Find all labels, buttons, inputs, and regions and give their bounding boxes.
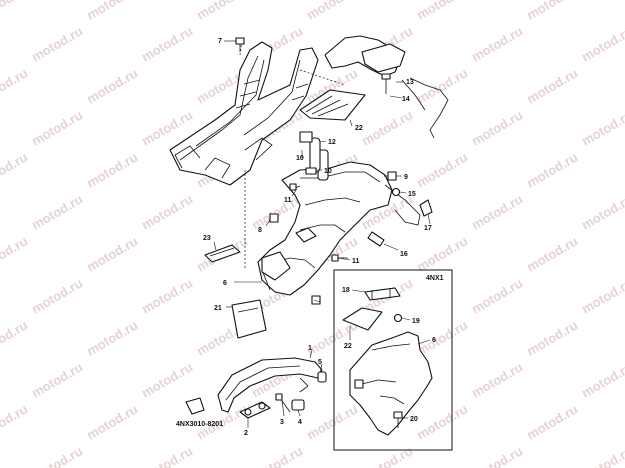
watermark-text: motod.ru bbox=[0, 317, 30, 358]
callout-19: 19 bbox=[412, 318, 420, 325]
watermark-text: motod.ru bbox=[524, 317, 580, 358]
callout-15: 15 bbox=[408, 191, 416, 198]
watermark-text: motod.ru bbox=[579, 23, 625, 64]
leader-lines bbox=[213, 40, 431, 428]
part-23-drawing bbox=[204, 244, 241, 263]
rear-cowl-drawing bbox=[324, 35, 449, 139]
callout-12: 12 bbox=[328, 139, 336, 146]
watermark-text: motod.ru bbox=[304, 0, 360, 23]
callout-18: 18 bbox=[342, 287, 350, 294]
watermark-text: motod.ru bbox=[0, 233, 30, 274]
callout-2: 2 bbox=[244, 430, 248, 437]
watermark-text: motod.ru bbox=[29, 359, 85, 400]
callout-17: 17 bbox=[424, 225, 432, 232]
watermark-text: motod.ru bbox=[524, 149, 580, 190]
watermark-text: motod.ru bbox=[579, 107, 625, 148]
callout-11b: 11 bbox=[352, 258, 360, 265]
watermark-text: motod.ru bbox=[359, 107, 415, 148]
watermark-text: motod.ru bbox=[469, 107, 525, 148]
watermark-text: motod.ru bbox=[29, 443, 85, 468]
hardware-drawing bbox=[185, 37, 433, 419]
callout-14: 14 bbox=[402, 96, 410, 103]
watermark-text: motod.ru bbox=[524, 65, 580, 106]
callout-13: 13 bbox=[406, 79, 414, 86]
watermark-text: motod.ru bbox=[194, 0, 250, 23]
watermark-text: motod.ru bbox=[469, 191, 525, 232]
bracket-12-drawing bbox=[299, 131, 321, 175]
watermark-text: motod.ru bbox=[469, 443, 525, 468]
callout-6: 6 bbox=[223, 280, 227, 287]
watermark-text: motod.ru bbox=[414, 401, 470, 442]
inset-frame bbox=[333, 269, 453, 451]
callout-10a: 10 bbox=[296, 155, 304, 162]
watermark-text: motod.ru bbox=[29, 275, 85, 316]
watermark-text: motod.ru bbox=[84, 317, 140, 358]
watermark-text: motod.ru bbox=[304, 401, 360, 442]
watermark-text: motod.ru bbox=[0, 149, 30, 190]
callout-6-inset: 6 bbox=[432, 337, 436, 344]
callout-5: 5 bbox=[318, 359, 322, 366]
rear-fender-drawing bbox=[257, 149, 421, 296]
watermark-text: motod.ru bbox=[139, 275, 195, 316]
callout-9: 9 bbox=[404, 174, 408, 181]
rear-frame-drawing bbox=[169, 39, 346, 270]
watermark-text: motod.ru bbox=[469, 275, 525, 316]
watermark-text: motod.ru bbox=[524, 401, 580, 442]
callout-23: 23 bbox=[203, 235, 211, 242]
callout-7: 7 bbox=[218, 38, 222, 45]
inset-label: 4NX1 bbox=[426, 275, 444, 282]
callout-4: 4 bbox=[298, 419, 302, 426]
callout-22-inset: 22 bbox=[344, 343, 352, 350]
callouts: 7 13 14 22 12 10 10 9 15 17 16 11 8 11 2… bbox=[203, 38, 444, 437]
watermark-text: motod.ru bbox=[524, 233, 580, 274]
watermark-text: motod.ru bbox=[139, 359, 195, 400]
watermark-text: motod.ru bbox=[414, 0, 470, 23]
watermark-text: motod.ru bbox=[29, 23, 85, 64]
watermark-text: motod.ru bbox=[139, 443, 195, 468]
inset-drawing bbox=[342, 287, 433, 436]
mud-flap-22-drawing bbox=[299, 89, 366, 121]
callout-11a: 11 bbox=[284, 197, 292, 204]
watermark-text: motod.ru bbox=[0, 0, 30, 23]
watermark-text: motod.ru bbox=[414, 317, 470, 358]
watermark-text: motod.ru bbox=[414, 149, 470, 190]
watermark-text: motod.ru bbox=[579, 443, 625, 468]
callout-3: 3 bbox=[280, 419, 284, 426]
watermark-text: motod.ru bbox=[29, 191, 85, 232]
watermark-text: motod.ru bbox=[579, 359, 625, 400]
diagram-code: 4NX3010-8201 bbox=[176, 421, 223, 428]
callout-8: 8 bbox=[258, 227, 262, 234]
watermark-text: motod.ru bbox=[29, 107, 85, 148]
plate-21-drawing bbox=[231, 299, 267, 339]
watermark-text: motod.ru bbox=[579, 191, 625, 232]
watermark-text: motod.ru bbox=[84, 401, 140, 442]
callout-20: 20 bbox=[410, 416, 418, 423]
watermark-text: motod.ru bbox=[579, 275, 625, 316]
callout-21: 21 bbox=[214, 305, 222, 312]
watermark-text: motod.ru bbox=[414, 65, 470, 106]
watermark-text: motod.ru bbox=[414, 233, 470, 274]
watermark-text: motod.ru bbox=[139, 23, 195, 64]
watermark-text: motod.ru bbox=[84, 65, 140, 106]
watermark-text: motod.ru bbox=[84, 233, 140, 274]
watermark-text: motod.ru bbox=[359, 443, 415, 468]
watermark-text: motod.ru bbox=[249, 443, 305, 468]
watermark-text: motod.ru bbox=[84, 0, 140, 23]
watermark-text: motod.ru bbox=[139, 191, 195, 232]
watermark-text: motod.ru bbox=[0, 401, 30, 442]
watermark-text: motod.ru bbox=[469, 359, 525, 400]
watermark-text: motod.ru bbox=[84, 149, 140, 190]
callout-22: 22 bbox=[355, 125, 363, 132]
front-fender-drawing bbox=[217, 357, 323, 413]
callout-1: 1 bbox=[308, 345, 312, 352]
watermark-text: motod.ru bbox=[524, 0, 580, 23]
watermark-text: motod.ru bbox=[469, 23, 525, 64]
watermark-text: motod.ru bbox=[0, 65, 30, 106]
callout-10b: 10 bbox=[324, 168, 332, 175]
callout-16: 16 bbox=[400, 251, 408, 258]
